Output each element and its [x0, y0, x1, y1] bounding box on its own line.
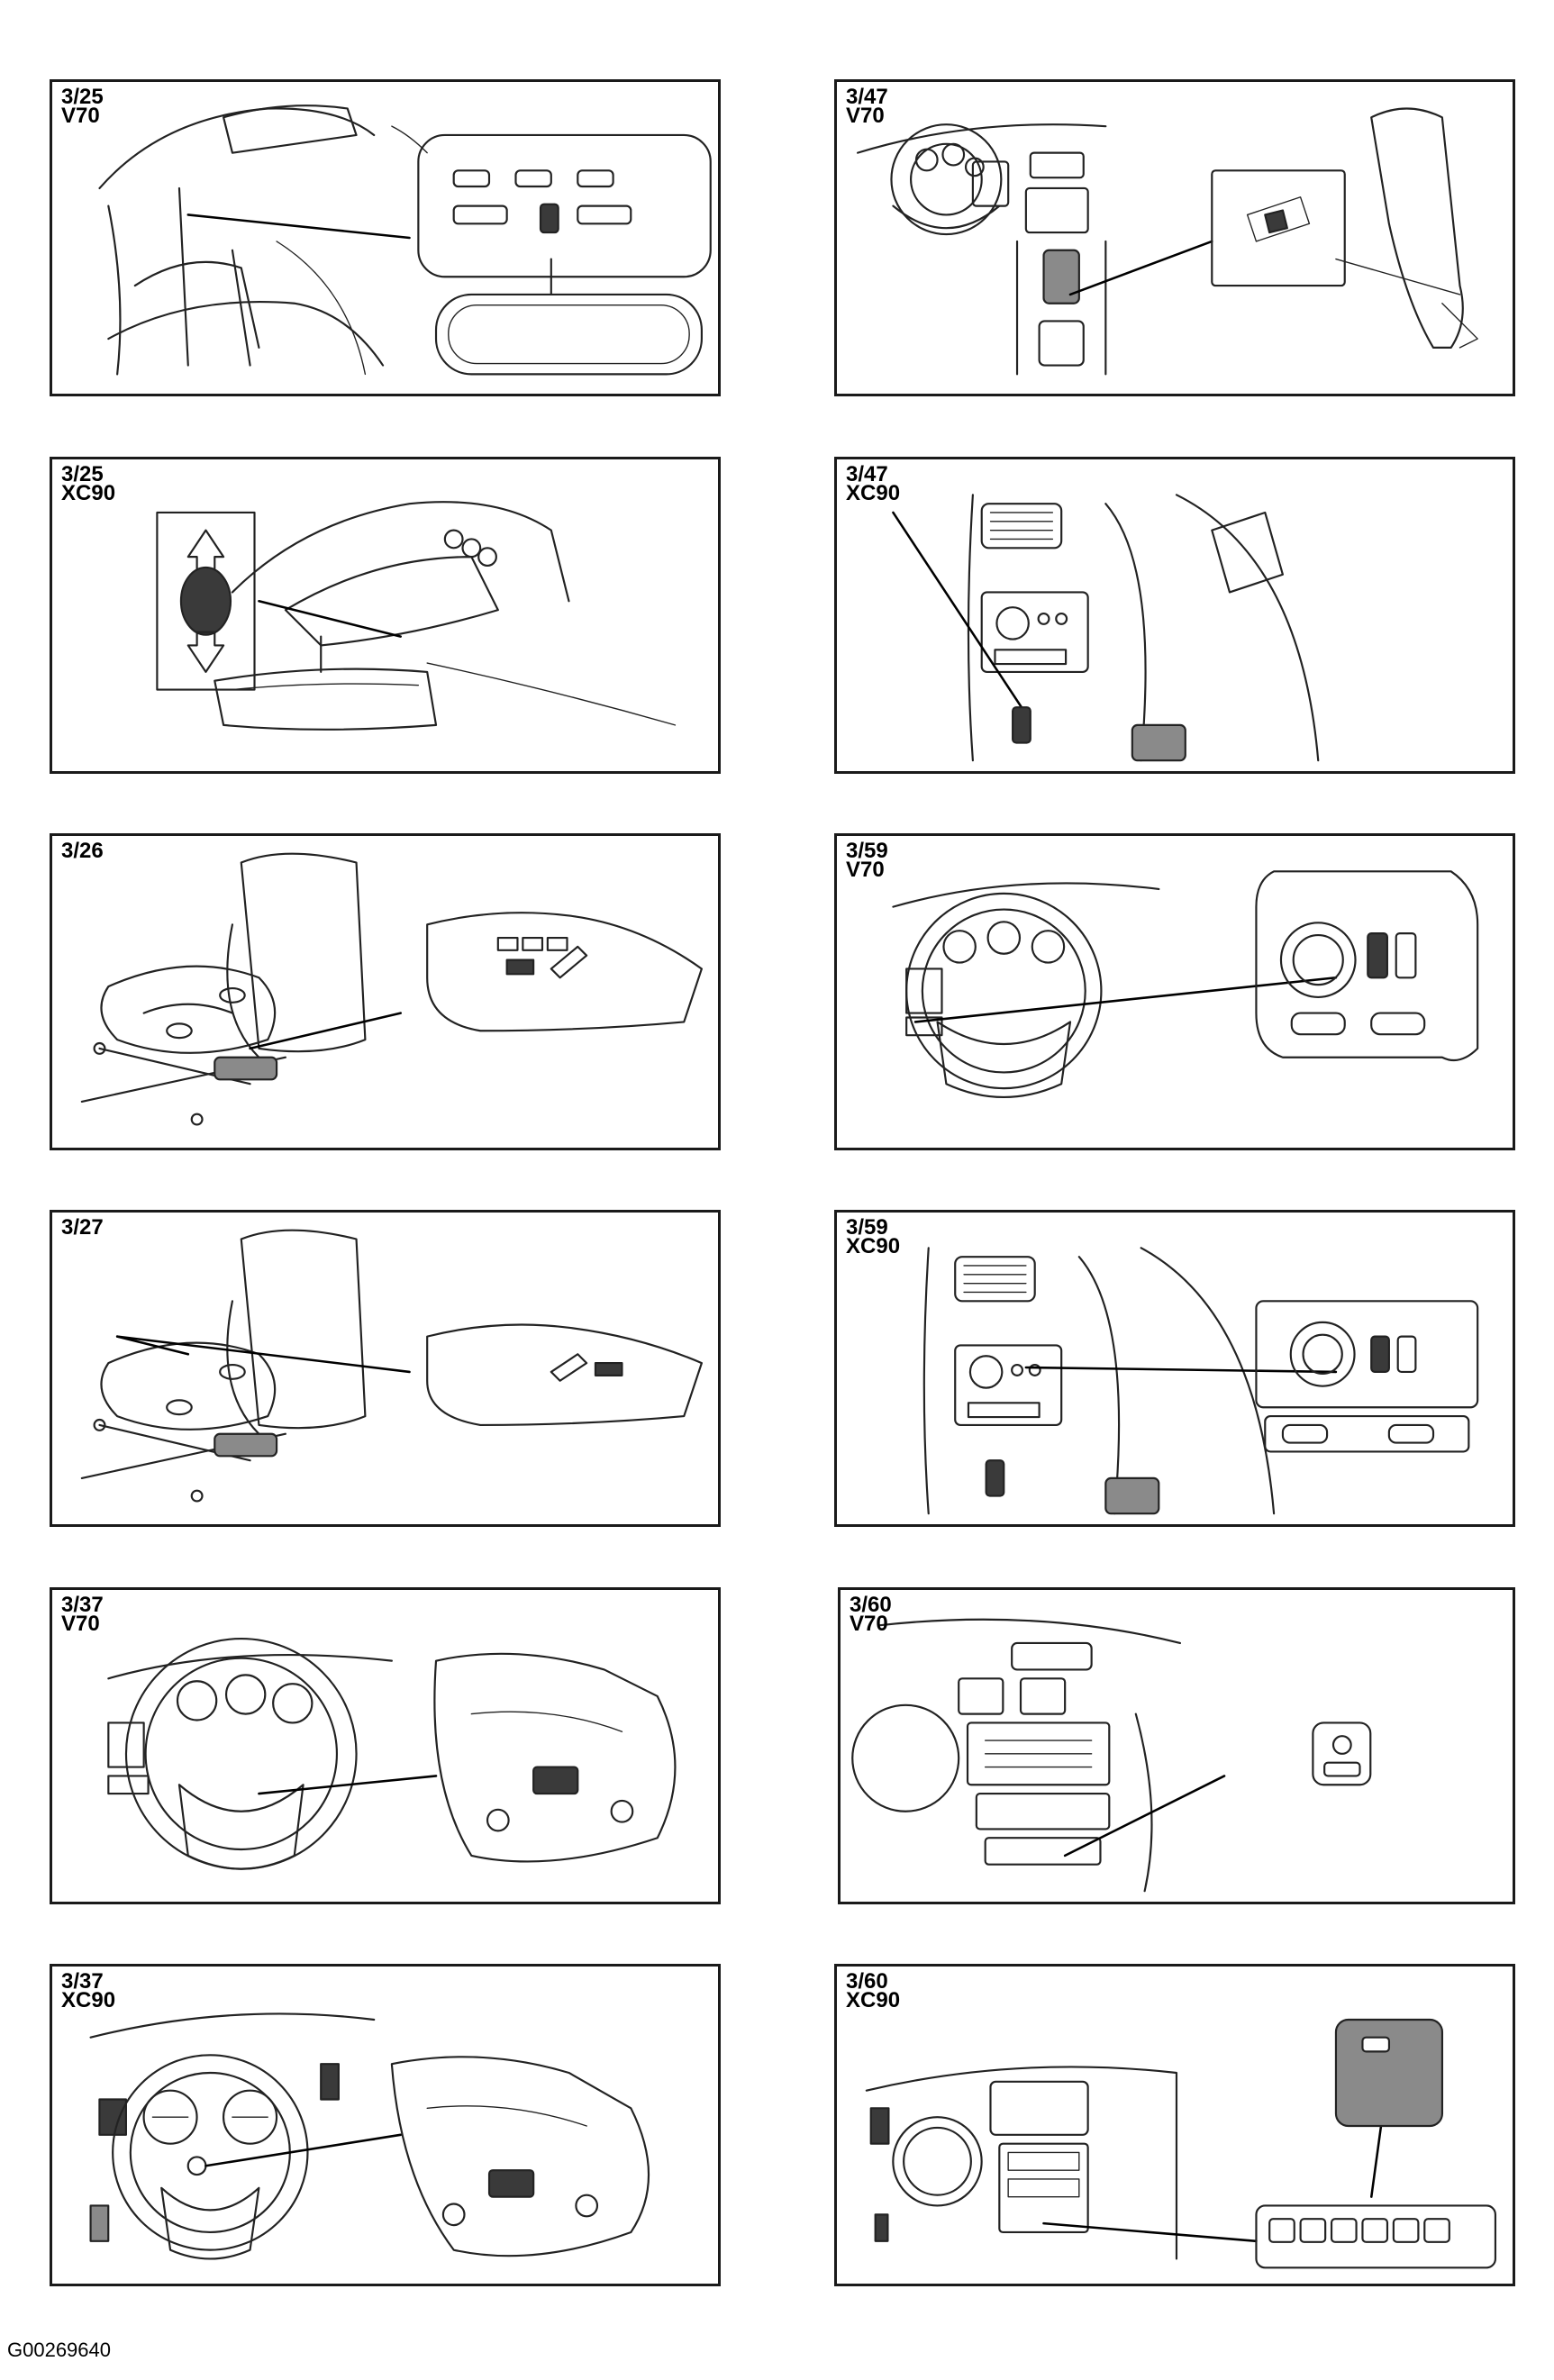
panel-model: XC90 [846, 481, 901, 505]
panel-code: 3/60 [846, 1969, 888, 1994]
panel-code: 3/59 [846, 839, 888, 863]
headlight-switch-illustration [892, 870, 1479, 1099]
panel-label: 3/47 V70 [846, 85, 888, 128]
panel-3-25-xc90: 3/25 XC90 [50, 457, 721, 774]
panel-3-60-xc90: 3/60 XC90 [834, 1964, 1515, 2286]
panel-code: 3/25 [61, 85, 104, 109]
panel-model: V70 [61, 104, 100, 128]
panel-label: 3/27 [61, 1215, 104, 1240]
panel-label: 3/37 XC90 [61, 1969, 116, 2012]
panel-label: 3/25 XC90 [61, 462, 116, 505]
panel-label: 3/25 V70 [61, 85, 104, 128]
panel-label: 3/26 [61, 839, 104, 863]
panel-3-59-xc90: 3/59 XC90 [834, 1210, 1515, 1527]
panel-3-47-v70: 3/47 V70 [834, 79, 1515, 396]
interior-mirror-illustration [98, 104, 712, 376]
panel-code: 3/47 [846, 85, 888, 109]
panel-label: 3/59 XC90 [846, 1215, 901, 1258]
panel-model: V70 [846, 104, 885, 128]
xc90-parking-brake-release-illustration [892, 494, 1320, 762]
panel-3-37-v70: 3/37 V70 [50, 1587, 721, 1904]
panel-code: 3/59 [846, 1215, 888, 1240]
panel-label: 3/59 V70 [846, 839, 888, 882]
power-seat-switch-illustration [80, 852, 703, 1126]
panel-label: 3/60 XC90 [846, 1969, 901, 2012]
panel-3-25-v70: 3/25 V70 [50, 79, 721, 396]
panel-model: V70 [850, 1612, 888, 1636]
xc90-headlight-switch-illustration [922, 1247, 1479, 1515]
panel-model: XC90 [61, 481, 116, 505]
panel-code: 3/37 [61, 1969, 104, 1994]
power-seat-switch-passenger-illustration [80, 1229, 703, 1503]
panel-model: V70 [846, 858, 885, 882]
panel-code: 3/37 [61, 1593, 104, 1617]
interior-lighting-switch-illustration [851, 1618, 1372, 1893]
xc90-steering-wheel-airbag-illustration [89, 2012, 650, 2260]
panel-label: 3/47 XC90 [846, 462, 901, 505]
xc90-interior-mirror-illustration [156, 501, 677, 731]
panel-label: 3/60 V70 [850, 1593, 892, 1636]
parking-brake-illustration [857, 107, 1478, 376]
panel-3-26: 3/26 [50, 833, 721, 1150]
panel-model: V70 [61, 1612, 100, 1636]
panel-code: 3/26 [61, 839, 104, 863]
panel-model: XC90 [846, 1988, 901, 2012]
panel-model: XC90 [61, 1988, 116, 2012]
panel-code: 3/25 [61, 462, 104, 486]
figure-id: G00269640 [7, 2339, 111, 2361]
panel-3-27: 3/27 [50, 1210, 721, 1527]
panel-model: XC90 [846, 1234, 901, 1258]
steering-wheel-airbag-illustration [107, 1637, 677, 1870]
panel-3-59-v70: 3/59 V70 [834, 833, 1515, 1150]
xc90-interior-lighting-switch-illustration [865, 2018, 1497, 2269]
panel-label: 3/37 V70 [61, 1593, 104, 1636]
panel-3-47-xc90: 3/47 XC90 [834, 457, 1515, 774]
panel-3-60-v70: 3/60 V70 [838, 1587, 1515, 1904]
panel-3-37-xc90: 3/37 XC90 [50, 1964, 721, 2286]
panel-code: 3/27 [61, 1215, 104, 1240]
panel-code: 3/47 [846, 462, 888, 486]
panel-code: 3/60 [850, 1593, 892, 1617]
